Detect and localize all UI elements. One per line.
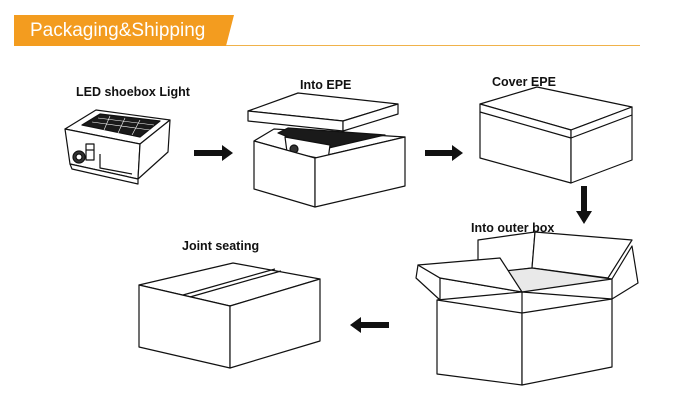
arrow-right-icon	[425, 145, 463, 161]
section-header-tab	[14, 15, 234, 46]
led-shoebox-light-drawing	[64, 109, 171, 185]
step-label-led-light: LED shoebox Light	[76, 85, 190, 99]
step-label-joint-seating: Joint seating	[182, 239, 260, 253]
step-label-into-outer-box: Into outer box	[471, 221, 555, 235]
open-carton-drawing	[415, 231, 639, 386]
step-label-cover-epe: Cover EPE	[492, 75, 556, 89]
step-label-into-epe: Into EPE	[300, 78, 352, 92]
arrow-left-icon	[350, 317, 389, 333]
closed-epe-box-drawing	[479, 86, 633, 184]
box-with-light-and-lid-drawing	[247, 92, 406, 208]
sealed-carton-drawing	[138, 262, 321, 369]
header-divider	[226, 45, 640, 46]
arrow-right-icon	[194, 145, 233, 161]
section-title: Packaging&Shipping	[30, 20, 206, 41]
arrow-down-icon	[576, 186, 592, 224]
